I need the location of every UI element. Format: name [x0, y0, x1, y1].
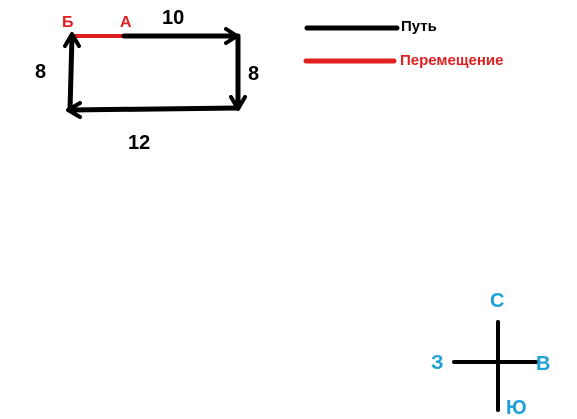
point-label-a: А: [120, 14, 132, 31]
path-bottom-edge: [67, 105, 241, 113]
legend-path-label: Путь: [401, 18, 437, 35]
edge-label-top: 10: [162, 7, 185, 29]
edge-label-right: 8: [248, 63, 260, 85]
compass-north-label: С: [490, 290, 505, 312]
point-label-b: Б: [62, 14, 74, 31]
compass-east-label: В: [536, 353, 551, 375]
arrowhead-north-icon: [63, 32, 81, 48]
path-left-edge: [67, 33, 75, 113]
compass-west-label: З: [431, 352, 444, 374]
edge-label-left: 8: [35, 61, 47, 83]
compass-south-label: Ю: [506, 397, 527, 419]
legend-displacement-label: Перемещение: [400, 52, 504, 69]
edge-label-bottom: 12: [128, 132, 151, 154]
